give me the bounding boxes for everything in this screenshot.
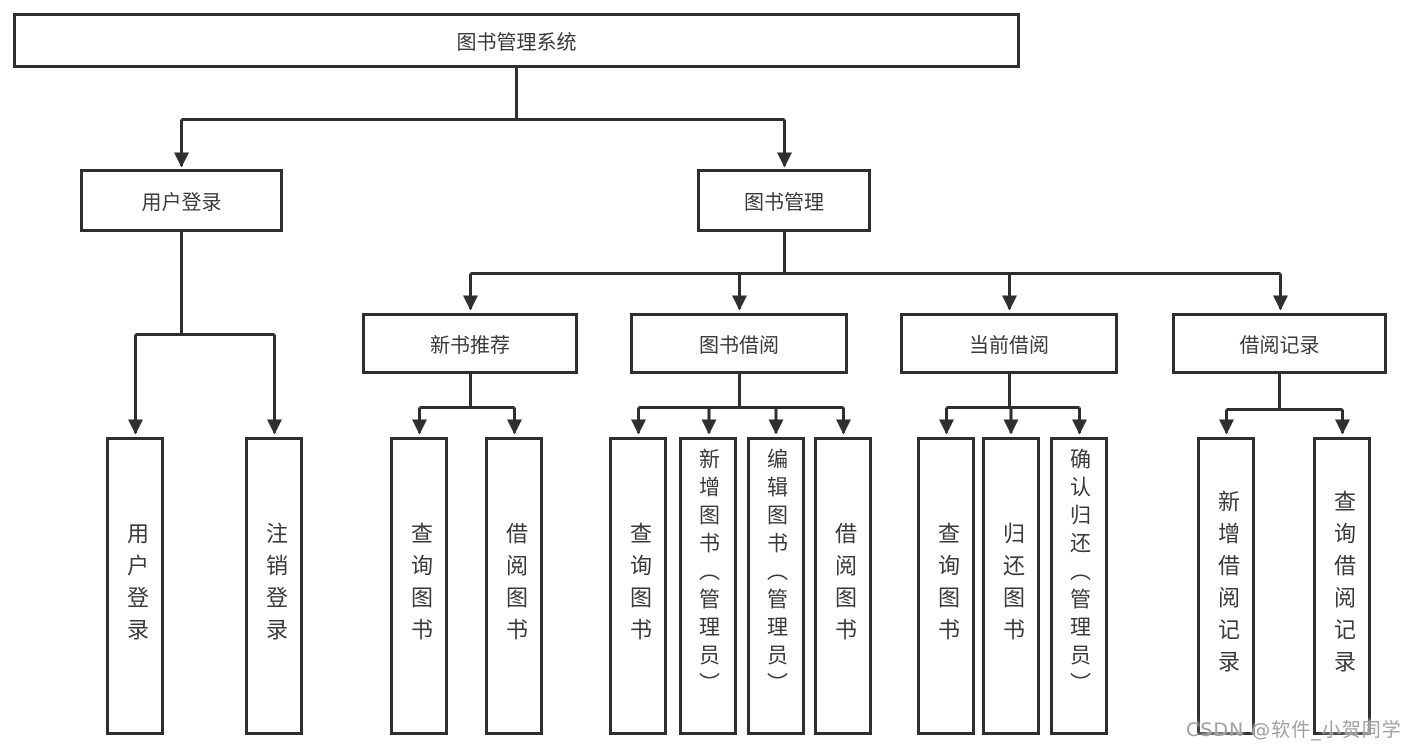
leaf-confirm-return-admin-label: 确认归还（管理员）	[1067, 448, 1092, 700]
leaf-edit-book-admin-label: 编辑图书（管理员）	[764, 448, 789, 700]
node-book-management-label: 图书管理	[744, 190, 824, 214]
csdn-watermark: CSDN @软件_小贺同学	[1186, 719, 1402, 741]
leaf-borrow-books-borrowing: 借阅图书	[814, 437, 872, 735]
leaf-confirm-return-admin: 确认归还（管理员）	[1050, 437, 1108, 735]
leaf-borrow-books-recommendation: 借阅图书	[485, 437, 543, 735]
leaf-return-books-label: 归还图书	[999, 522, 1024, 650]
leaf-user-login-label: 用户登录	[123, 522, 148, 650]
leaf-add-borrowing-record: 新增借阅记录	[1197, 437, 1255, 735]
leaf-logout: 注销登录	[245, 437, 303, 735]
leaf-add-book-admin: 新增图书（管理员）	[679, 437, 737, 735]
leaf-query-borrowing-records: 查询借阅记录	[1313, 437, 1371, 735]
leaf-query-borrowing-records-label: 查询借阅记录	[1330, 490, 1355, 682]
leaf-user-login: 用户登录	[106, 437, 164, 735]
node-book-borrowing: 图书借阅	[630, 313, 848, 374]
leaf-query-books-recommendation-label: 查询图书	[407, 522, 432, 650]
node-borrowing-records-label: 借阅记录	[1239, 333, 1320, 357]
node-current-borrowing-label: 当前借阅	[969, 333, 1049, 357]
node-book-management: 图书管理	[697, 169, 871, 232]
leaf-borrow-books-borrowing-label: 借阅图书	[831, 522, 856, 650]
leaf-add-book-admin-label: 新增图书（管理员）	[696, 448, 721, 700]
leaf-query-books-current: 查询图书	[917, 437, 975, 735]
leaf-borrow-books-recommendation-label: 借阅图书	[502, 522, 527, 650]
node-new-book-recommendation-label: 新书推荐	[430, 333, 510, 357]
leaf-return-books: 归还图书	[982, 437, 1040, 735]
leaf-logout-label: 注销登录	[262, 522, 287, 650]
leaf-query-books-current-label: 查询图书	[934, 522, 959, 650]
node-user-login: 用户登录	[80, 169, 283, 232]
node-borrowing-records: 借阅记录	[1172, 313, 1387, 374]
leaf-edit-book-admin: 编辑图书（管理员）	[747, 437, 805, 735]
node-user-login-label: 用户登录	[141, 190, 222, 214]
node-new-book-recommendation: 新书推荐	[362, 313, 578, 374]
node-current-borrowing: 当前借阅	[900, 313, 1118, 374]
leaf-query-books-recommendation: 查询图书	[390, 437, 448, 735]
leaf-query-books-borrowing: 查询图书	[609, 437, 667, 735]
leaf-add-borrowing-record-label: 新增借阅记录	[1214, 490, 1239, 682]
leaf-query-books-borrowing-label: 查询图书	[626, 522, 651, 650]
node-root: 图书管理系统	[13, 13, 1020, 68]
node-book-borrowing-label: 图书借阅	[699, 333, 779, 357]
node-root-label: 图书管理系统	[456, 30, 577, 54]
